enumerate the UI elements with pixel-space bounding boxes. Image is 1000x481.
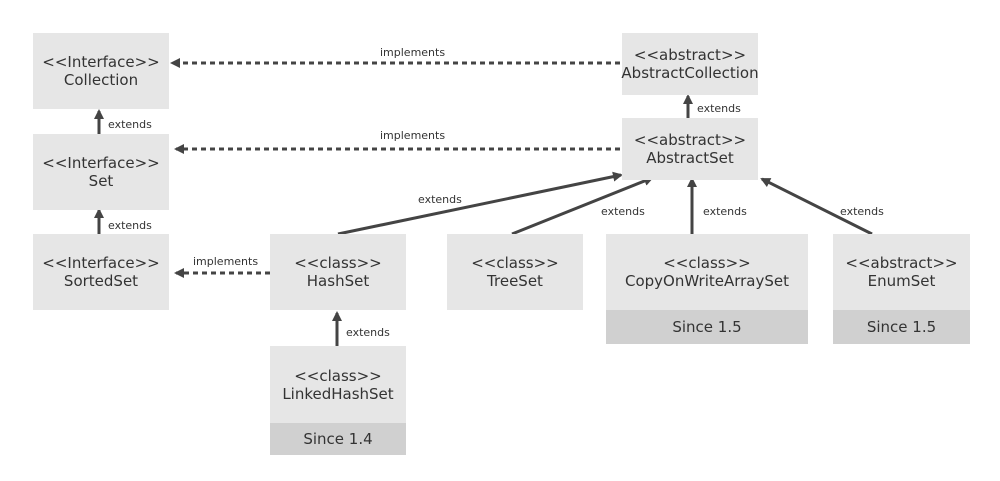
node-name: AbstractCollection xyxy=(621,64,759,82)
node-stereotype: <<abstract>> xyxy=(633,131,747,149)
edge-hashset-implements-sortedset: implements xyxy=(174,255,270,278)
edge-label: extends xyxy=(418,193,462,206)
edge-treeset-extends-abstractset: extends xyxy=(511,176,654,236)
node-name: LinkedHashSet xyxy=(282,384,394,403)
node-name: EnumSet xyxy=(867,272,936,290)
edge-label: implements xyxy=(193,255,258,268)
edge-label: extends xyxy=(703,205,747,218)
edge-set-extends-collection: extends xyxy=(94,109,152,134)
node-stereotype: <<class>> xyxy=(294,366,382,385)
node-sortedset: <<Interface>> SortedSet xyxy=(33,234,169,310)
edge-abstractset-implements-set: implements xyxy=(174,129,620,154)
node-set: <<Interface>> Set xyxy=(33,134,169,210)
since-badge-enumset: Since 1.5 xyxy=(833,310,970,344)
node-stereotype: <<Interface>> xyxy=(42,154,160,172)
edge-label: extends xyxy=(697,102,741,115)
edge-sortedset-extends-set: extends xyxy=(94,208,152,234)
edge-label: extends xyxy=(601,205,645,218)
edge-hashset-extends-abstractset: extends xyxy=(337,171,623,236)
edge-label: implements xyxy=(380,129,445,142)
node-hashset: <<class>> HashSet xyxy=(270,234,406,310)
node-treeset: <<class>> TreeSet xyxy=(447,234,583,310)
edge-abstractset-extends-abstractcollection: extends xyxy=(683,94,741,118)
edge-linkedhashset-extends-hashset: extends xyxy=(332,311,390,346)
node-name: TreeSet xyxy=(487,272,543,290)
edge-label: extends xyxy=(108,118,152,131)
node-linkedhashset: <<class>> LinkedHashSet xyxy=(270,346,406,423)
edge-enumset-extends-abstractset: extends xyxy=(760,177,884,236)
node-abstractcollection: <<abstract>> AbstractCollection xyxy=(621,33,759,95)
node-name: CopyOnWriteArraySet xyxy=(625,272,789,290)
node-stereotype: <<class>> xyxy=(294,254,382,272)
node-stereotype: <<abstract>> xyxy=(633,46,747,64)
since-badge-linkedhashset: Since 1.4 xyxy=(270,423,406,455)
node-stereotype: <<class>> xyxy=(471,254,559,272)
edge-label: implements xyxy=(380,46,445,59)
node-stereotype: <<abstract>> xyxy=(845,254,958,272)
node-name: HashSet xyxy=(306,272,370,290)
node-name: SortedSet xyxy=(63,272,139,290)
edge-cowarrayset-extends-abstractset: extends xyxy=(687,177,747,234)
node-name: AbstractSet xyxy=(646,149,734,167)
node-cowarrayset: <<class>> CopyOnWriteArraySet xyxy=(606,234,808,310)
edge-label: extends xyxy=(840,205,884,218)
node-stereotype: <<class>> xyxy=(663,254,751,272)
node-name: Set xyxy=(88,172,114,190)
node-collection: <<Interface>> Collection xyxy=(33,33,169,109)
edge-abstractcollection-implements-collection: implements xyxy=(170,46,620,68)
edge-label: extends xyxy=(108,219,152,232)
node-stereotype: <<Interface>> xyxy=(42,53,160,71)
edge-label: extends xyxy=(346,326,390,339)
node-enumset: <<abstract>> EnumSet xyxy=(833,234,970,310)
since-badge-cowarrayset: Since 1.5 xyxy=(606,310,808,344)
node-stereotype: <<Interface>> xyxy=(42,254,160,272)
node-name: Collection xyxy=(63,71,139,89)
node-abstractset: <<abstract>> AbstractSet xyxy=(622,118,758,180)
